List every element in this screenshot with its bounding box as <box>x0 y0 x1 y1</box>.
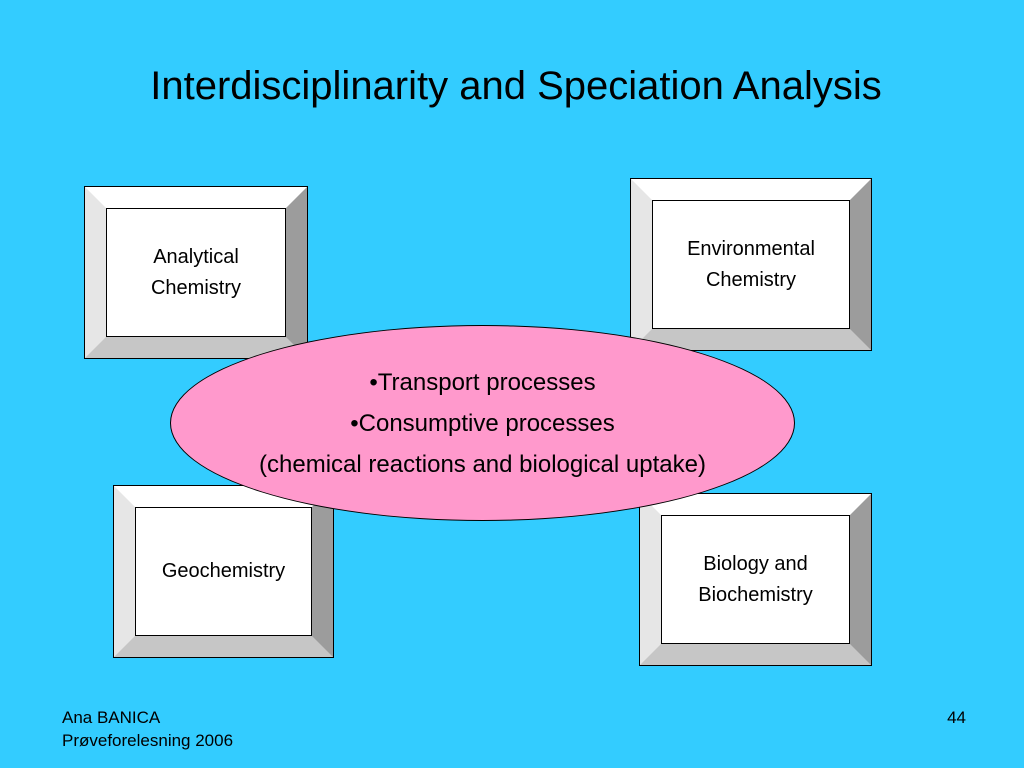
geochemistry-label: Geochemistry <box>135 507 312 636</box>
footer-author: Ana BANICA <box>62 708 161 727</box>
footer-credits: Ana BANICA Prøveforelesning 2006 <box>62 706 233 752</box>
transport-processes-text: •Transport processes <box>369 368 596 396</box>
processes-note-text: (chemical reactions and biological uptak… <box>259 450 706 478</box>
biology-biochemistry-label: Biology and Biochemistry <box>661 515 850 644</box>
biology-biochemistry-box: Biology and Biochemistry <box>640 494 871 665</box>
slide-title: Interdisciplinarity and Speciation Analy… <box>150 64 882 108</box>
consumptive-processes-text: •Consumptive processes <box>350 409 615 437</box>
analytical-chemistry-label: Analytical Chemistry <box>106 208 286 337</box>
environmental-chemistry-label: Environmental Chemistry <box>652 200 850 329</box>
page-number: 44 <box>947 708 966 727</box>
footer-event: Prøveforelesning 2006 <box>62 731 234 750</box>
environmental-chemistry-box: Environmental Chemistry <box>631 179 871 350</box>
central-processes-ellipse: •Transport processes •Consumptive proces… <box>170 325 795 521</box>
geochemistry-box: Geochemistry <box>114 486 333 657</box>
analytical-chemistry-box: Analytical Chemistry <box>85 187 307 358</box>
